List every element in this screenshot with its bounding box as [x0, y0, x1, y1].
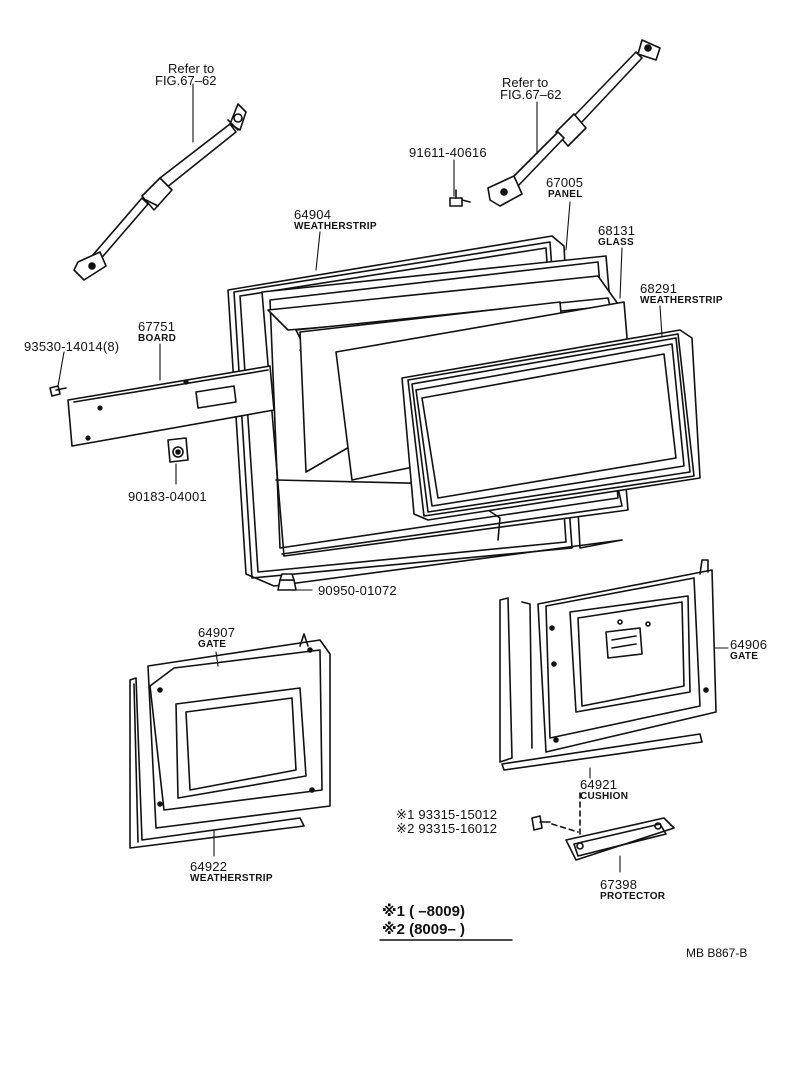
ref-left-line2: FIG.67–62: [155, 73, 217, 88]
part-name-label: WEATHERSTRIP: [640, 295, 723, 306]
note-2: ※2 (8009– ): [382, 921, 465, 938]
ref-right-line1: Refer to: [502, 75, 549, 90]
part-name-label: GLASS: [598, 237, 634, 248]
part-number-label: 64904: [294, 207, 332, 222]
bolt-variant-1: ※1 93315-15012: [396, 807, 498, 822]
protector-67398: [565, 817, 675, 861]
part-name-label: GATE: [730, 651, 759, 662]
part-name-label: WEATHERSTRIP: [294, 221, 377, 232]
ref-right-line2: FIG.67–62: [500, 87, 562, 102]
part-name-label: GATE: [198, 639, 227, 650]
ref-left-line1: Refer to: [168, 61, 215, 76]
part-number-label: 64906: [730, 637, 768, 652]
bumper-90950: [277, 573, 297, 591]
diagram-code: MB B867-B: [686, 946, 748, 960]
bolt-93315: [531, 815, 551, 831]
part-number-label: 68291: [640, 281, 678, 296]
part-name-label: PANEL: [548, 189, 583, 200]
left-gas-strut: [73, 103, 247, 281]
screw-93530: [49, 385, 67, 397]
part-name-label: CUSHION: [580, 791, 629, 802]
assembly-guide: [551, 789, 581, 835]
gate-64907: [147, 633, 331, 829]
part-number-label: 64922: [190, 859, 228, 874]
note-1: ※1 ( –8009): [382, 903, 465, 920]
bolt-variant-2: ※2 93315-16012: [396, 821, 498, 836]
right-gas-strut: [487, 39, 661, 207]
clip-90183: [167, 437, 189, 463]
bolt-91611: [449, 189, 471, 207]
part-number-label: 93530-14014(8): [24, 339, 120, 354]
part-number-label: 68131: [598, 223, 636, 238]
part-number-label: 67398: [600, 877, 638, 892]
gate-64906: [537, 559, 717, 753]
weatherstrip-68291: [401, 329, 701, 521]
part-number-label: 91611-40616: [409, 145, 487, 160]
part-name-label: PROTECTOR: [600, 891, 666, 902]
leader-lines: [57, 83, 729, 873]
part-number-label: 64921: [580, 777, 618, 792]
part-number-label: 67751: [138, 319, 176, 334]
part-number-label: 90950-01072: [318, 583, 397, 598]
board-67751: [67, 365, 275, 447]
weatherstrip-64922: [129, 677, 305, 849]
part-name-label: BOARD: [138, 333, 177, 344]
part-name-label: WEATHERSTRIP: [190, 873, 273, 884]
part-number-label: 64907: [198, 625, 236, 640]
part-number-label: 67005: [546, 175, 584, 190]
part-number-label: 90183-04001: [128, 489, 207, 504]
cushion-64921: [499, 597, 703, 771]
